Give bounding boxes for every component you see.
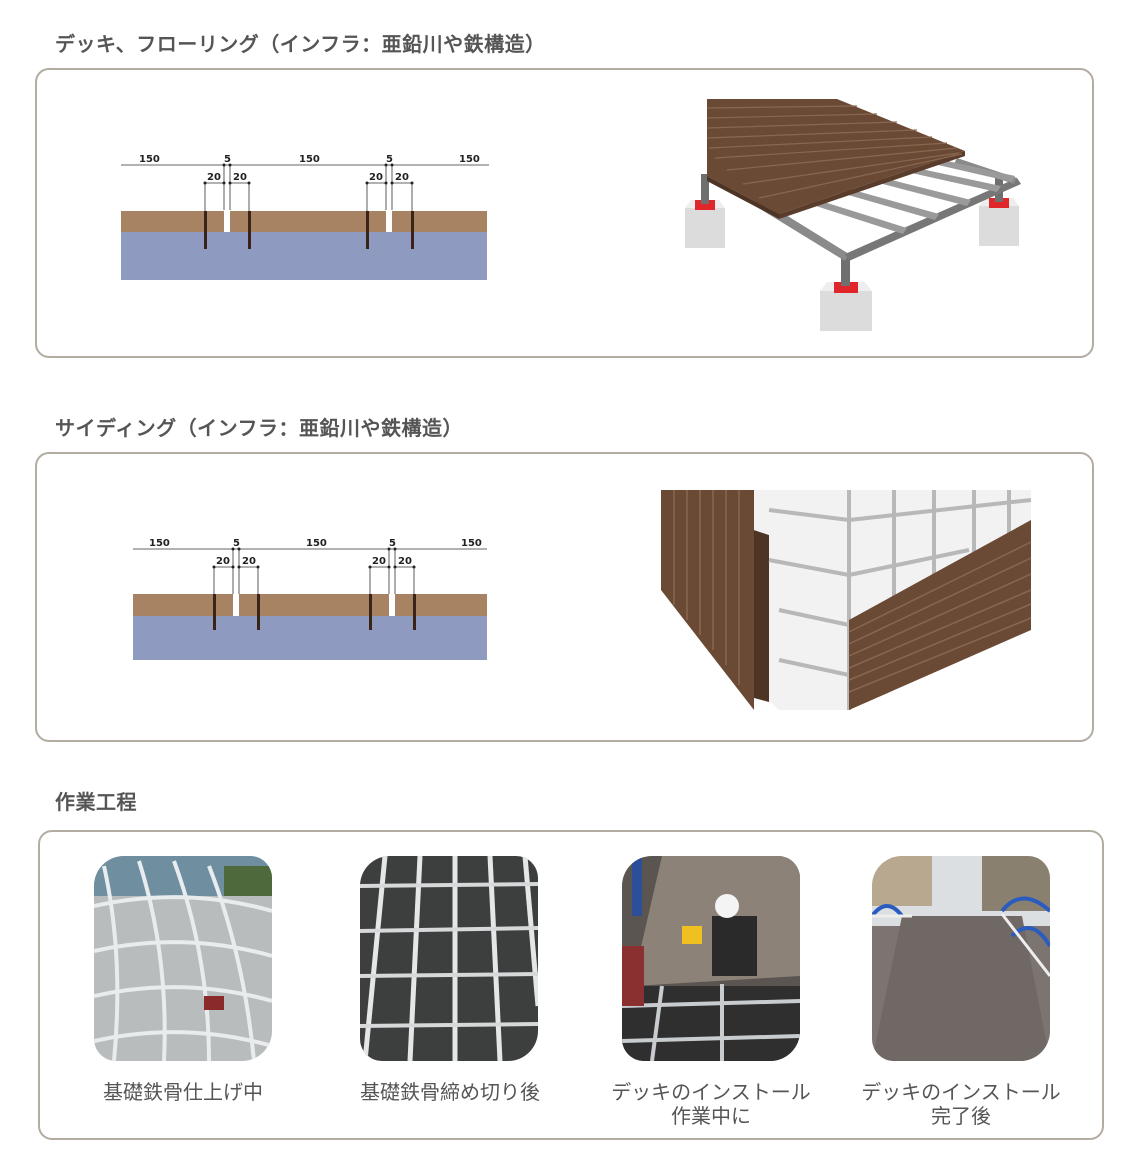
deck-section-title: デッキ、フローリング（インフラ：亜鉛川や鉄構造） (55, 32, 546, 56)
dim-board-1: 150 (139, 154, 160, 165)
dim-screw-2a: 20 (369, 172, 383, 183)
siding-board (133, 594, 233, 616)
caption-line: デッキのインストール (861, 1080, 1061, 1104)
dim-board-3: 150 (459, 154, 480, 165)
deck-panel: 150 5 150 5 150 20 20 20 20 (35, 68, 1094, 358)
process-caption-4: デッキのインストール 完了後 (841, 1080, 1081, 1128)
caption-line: 基礎鉄骨仕上げ中 (103, 1080, 263, 1104)
process-section-title: 作業工程 (55, 790, 137, 814)
concrete-footing (979, 198, 1019, 246)
dim-screw-1a: 20 (207, 172, 221, 183)
process-photo-deck-installation (622, 856, 800, 1061)
siding-3d-illustration (661, 490, 1032, 710)
dim-gap-2: 5 (389, 538, 396, 549)
dim-screw-2a: 20 (372, 556, 386, 567)
concrete-footing (685, 200, 725, 248)
process-caption-1: 基礎鉄骨仕上げ中 (63, 1080, 303, 1104)
caption-line: デッキのインストール (611, 1080, 811, 1104)
process-caption-3: デッキのインストール 作業中に (591, 1080, 831, 1128)
deck-board (392, 211, 487, 232)
dim-screw-1b: 20 (242, 556, 256, 567)
siding-panel: 150 5 150 5 150 20 20 20 20 (35, 452, 1094, 742)
dim-screw-2b: 20 (395, 172, 409, 183)
caption-line: 完了後 (931, 1104, 991, 1128)
dim-board-1: 150 (149, 538, 170, 549)
siding-board (395, 594, 487, 616)
caption-line: 作業中に (671, 1104, 751, 1128)
dim-screw-1b: 20 (233, 172, 247, 183)
deck-board (230, 211, 386, 232)
deck-surface (707, 99, 965, 214)
dim-gap-1: 5 (224, 154, 231, 165)
process-photo-deck-completed (872, 856, 1050, 1061)
process-photo-steel-frame-grid (360, 856, 538, 1061)
caption-line: 基礎鉄骨締め切り後 (360, 1080, 540, 1104)
dim-board-3: 150 (461, 538, 482, 549)
siding-board (239, 594, 389, 616)
steel-base (121, 232, 487, 280)
process-photo-steel-frame-curved (94, 856, 272, 1061)
steel-base (133, 616, 487, 660)
deck-3d-illustration (685, 99, 1021, 331)
dim-gap-1: 5 (233, 538, 240, 549)
concrete-footing (820, 282, 872, 331)
dim-board-2: 150 (306, 538, 327, 549)
deck-board (121, 211, 224, 232)
dim-screw-1a: 20 (216, 556, 230, 567)
dim-screw-2b: 20 (398, 556, 412, 567)
dim-board-2: 150 (299, 154, 320, 165)
process-caption-2: 基礎鉄骨締め切り後 (330, 1080, 570, 1104)
deck-cross-section-diagram: 150 5 150 5 150 20 20 20 20 (121, 154, 489, 280)
siding-cross-section-diagram: 150 5 150 5 150 20 20 20 20 (133, 538, 487, 660)
process-panel: 基礎鉄骨仕上げ中 基礎鉄骨締め切り後 (38, 830, 1104, 1140)
siding-section-title: サイディング（インフラ：亜鉛川や鉄構造） (55, 416, 463, 440)
dim-gap-2: 5 (386, 154, 393, 165)
